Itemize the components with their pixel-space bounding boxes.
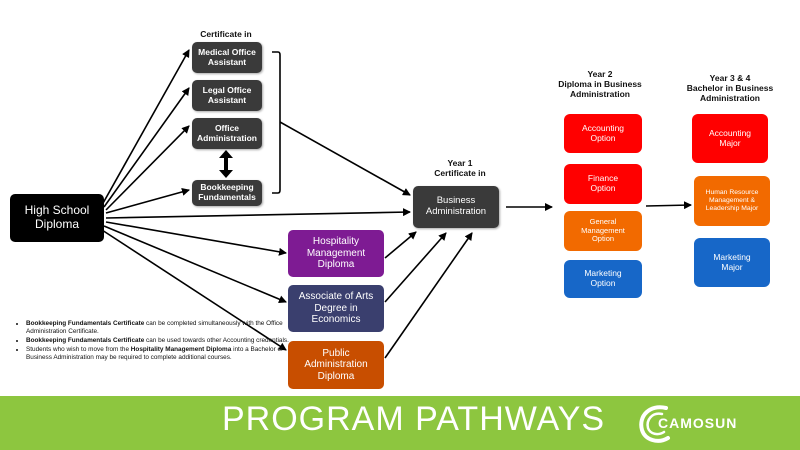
heading-text: Certificate in [434,167,486,178]
box-text: Marketing [713,251,751,262]
heading-text: Administration [570,88,630,99]
box-text: Option [591,234,615,244]
heading-text: Year 3 & 4 [709,73,751,83]
box-text: Hospitality [312,236,360,248]
arrow-year2-to-year34 [645,201,692,210]
box-text: Assistant [207,56,247,67]
box-text: High School [24,203,90,218]
arrow-to-bookkeeping [105,188,190,214]
box-text: Major [719,137,741,148]
arrow-to-medical [101,49,190,206]
box-text: Marketing [584,268,622,279]
box-text: Fundamentals [198,192,256,202]
certificate-bracket [272,51,281,194]
camosun-swirl-icon [639,405,670,443]
high-school-diploma-box: High School Diploma [10,194,104,242]
heading-text: Certificate in [200,29,252,39]
box-text: Accounting [581,122,625,133]
box-text: Associate of Arts [298,291,374,303]
arrow-to-business [105,208,411,219]
heading-certificate-in: Certificate in [186,29,266,40]
heading-text: Bachelor in Business [686,82,774,93]
footnote-item: Bookkeeping Fundamentals Certificate can… [26,320,298,336]
arrow-hospitality-to-business [384,231,417,259]
box-text: Economics [311,314,361,326]
box-text: Management & [708,197,756,205]
arrow-to-hospitality [105,221,287,256]
double-arrow-icon [219,150,233,178]
box-text: Diploma [34,217,79,231]
footnote-text: can be completed simultaneously with the… [26,320,283,335]
box-text: Assistant [207,94,247,105]
heading-year2: Year 2 Diploma in Business Administratio… [545,69,655,99]
box-text: Administration [197,132,257,143]
box-text: Accounting [708,127,752,138]
arrow-to-office [105,125,190,211]
footnote-bold: Bookkeeping Fundamentals Certificate [26,320,145,327]
logo-text: CAMOSUN [658,415,738,431]
camosun-logo: CAMOSUN [636,402,746,444]
arrow-to-legal [103,87,190,208]
pathway-arrows [101,49,692,359]
box-text: Legal Office [202,84,252,95]
heading-text: Year 1 [447,158,473,168]
footnote-bold: Hospitality Management Diploma [130,346,232,353]
box-text: Option [590,278,616,288]
heading-text: Administration [700,92,760,103]
arrow-associate-to-business [384,232,447,303]
footnote-item: Bookkeeping Fundamentals Certificate can… [26,337,298,345]
box-text: Administration [304,359,368,371]
footnote-item: Students who wish to move from the Hospi… [26,346,298,362]
box-text: Human Resource [705,189,759,197]
box-text: Diploma [317,370,355,382]
footnotes-list: Bookkeeping Fundamentals Certificate can… [14,320,298,363]
box-text: Medical Office [198,46,256,57]
heading-year1: Year 1 Certificate in [410,158,510,179]
footnote-bold: Bookkeeping Fundamentals Certificate [26,337,145,344]
heading-text: Year 2 [587,69,613,79]
box-text: Option [590,183,616,193]
box-text: Major [721,261,743,272]
arrow-to-associate [103,225,287,303]
box-text: Diploma [317,259,355,271]
footer-bar: PROGRAM PATHWAYS CAMOSUN [0,396,800,450]
box-text: Business [436,195,476,207]
footnote-text: into a Bachelor of Business Administrati… [26,346,283,361]
arrow-bracket-to-business [279,121,411,196]
box-text: Management [306,247,366,259]
heading-text: Diploma in Business [558,78,642,89]
box-text: Public [322,347,350,359]
box-text: Administration [425,206,487,217]
box-text: Leadership Major [705,204,759,212]
arrow-to-public [101,229,287,351]
box-text: Finance [587,173,619,184]
arrow-public-to-business [384,232,473,359]
footnote-text: can be used towards other Accounting cre… [144,337,289,344]
box-text: Option [590,132,616,143]
box-text: Bookkeeping [200,182,254,193]
box-text: Management [581,225,625,235]
box-text: General [589,217,617,227]
page-title: PROGRAM PATHWAYS [222,400,606,438]
box-text: Office [214,122,240,133]
box-text: Degree in [314,302,358,314]
footnote-text: Students who wish to move from the [26,346,131,353]
heading-year34: Year 3 & 4 Bachelor in Business Administ… [678,73,782,103]
